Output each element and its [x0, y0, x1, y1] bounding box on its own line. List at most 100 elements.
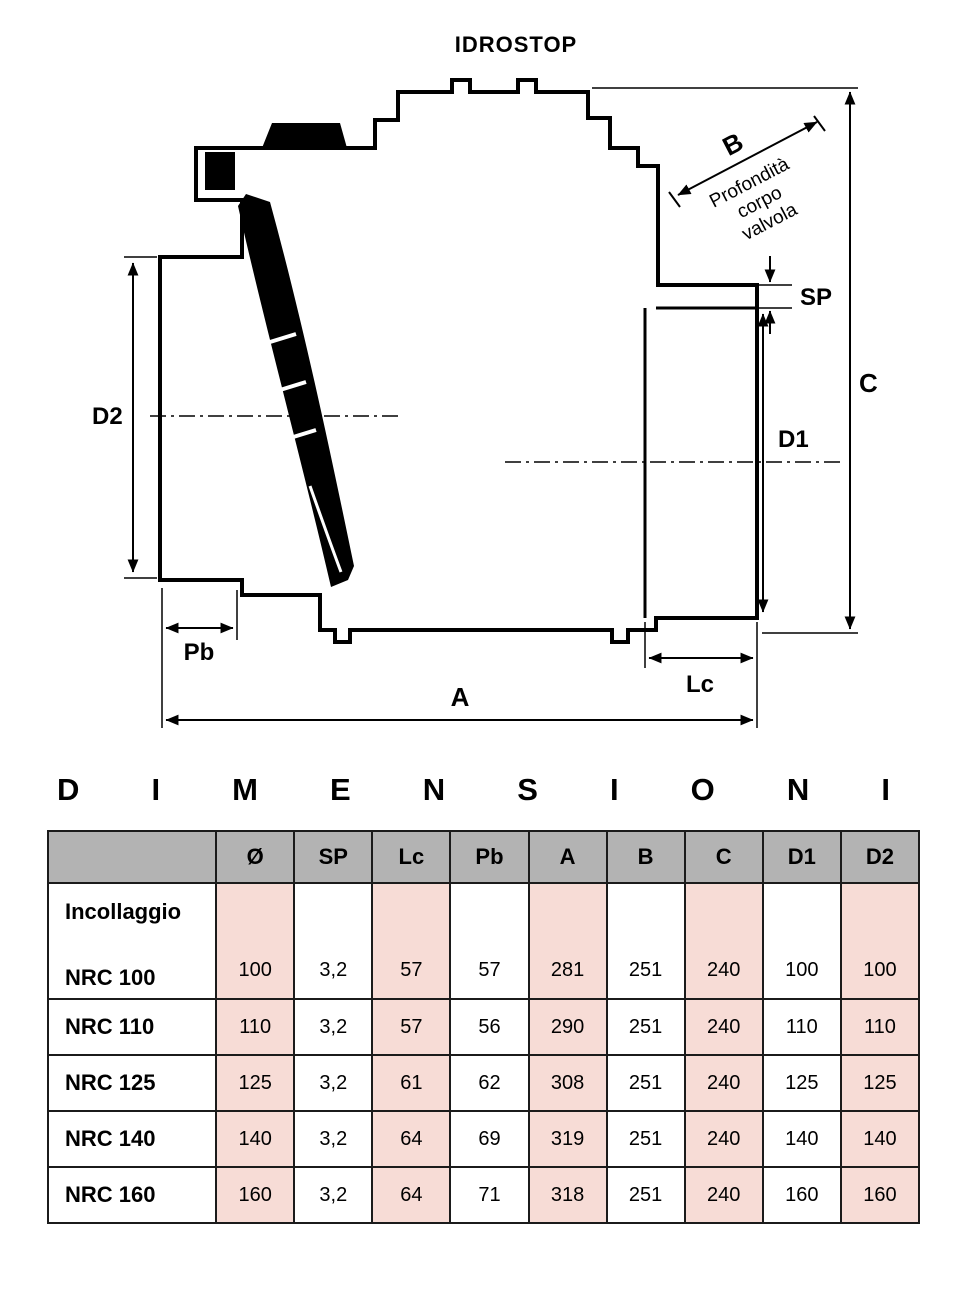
- cell: 240: [683, 1110, 764, 1168]
- cell: 57: [371, 882, 452, 1000]
- table-header-row: Ø SP Lc Pb A B C D1 D2: [46, 830, 921, 884]
- cap-block: [205, 152, 235, 190]
- title-letter: E: [330, 772, 351, 807]
- cell: 125: [761, 1054, 842, 1112]
- table-row-nrc-125: NRC 125 125 3,2 61 62 308 251 240 125 12…: [46, 1054, 921, 1112]
- cell: 290: [527, 998, 608, 1056]
- col-header-b: B: [605, 830, 686, 884]
- label-sp: SP: [800, 284, 832, 311]
- cell: 240: [683, 1054, 764, 1112]
- label-d1: D1: [778, 426, 809, 453]
- cell: 110: [215, 998, 296, 1056]
- cell: 140: [761, 1110, 842, 1168]
- table-row-nrc-110: NRC 110 110 3,2 57 56 290 251 240 110 11…: [46, 998, 921, 1056]
- flap-notches: [269, 332, 317, 440]
- title-letter: N: [786, 772, 810, 807]
- label-b: B: [718, 126, 749, 161]
- label-d2: D2: [92, 403, 123, 430]
- row-label: NRC 140: [46, 1110, 218, 1168]
- col-header-lc: Lc: [371, 830, 452, 884]
- drawing-title: IDROSTOP: [455, 32, 578, 57]
- cell: 160: [761, 1166, 842, 1224]
- cell: 140: [839, 1110, 921, 1168]
- flap: [238, 194, 354, 587]
- cell: 110: [761, 998, 842, 1056]
- cell: 251: [605, 1166, 686, 1224]
- table-row-nrc-100: Incollaggio NRC 100 100 3,2 57 57 281 25…: [46, 882, 921, 1000]
- cell: 318: [527, 1166, 608, 1224]
- cell: 308: [527, 1054, 608, 1112]
- cell: 57: [449, 882, 530, 1000]
- row-label: NRC 125: [46, 1054, 218, 1112]
- col-header-d2: D2: [839, 830, 921, 884]
- col-header-c: C: [683, 830, 764, 884]
- title-letter: O: [690, 772, 715, 807]
- cell: 61: [371, 1054, 452, 1112]
- title-letter: I: [609, 772, 619, 807]
- col-header-d1: D1: [761, 830, 842, 884]
- row-label: NRC 110: [46, 998, 218, 1056]
- cell: 251: [605, 882, 686, 1000]
- title-letter: S: [517, 772, 538, 807]
- b-depth-note: Profondità corpo valvola: [706, 154, 801, 246]
- title-letter: I: [881, 772, 890, 807]
- title-letter: N: [422, 772, 446, 807]
- cell: 100: [761, 882, 842, 1000]
- cell: 3,2: [293, 998, 374, 1056]
- cell: 3,2: [293, 1166, 374, 1224]
- table-row-nrc-140: NRC 140 140 3,2 64 69 319 251 240 140 14…: [46, 1110, 921, 1168]
- cell: 3,2: [293, 1054, 374, 1112]
- group-label: Incollaggio: [65, 899, 182, 924]
- cell: 160: [215, 1166, 296, 1224]
- cell: 281: [527, 882, 608, 1000]
- cell: 251: [605, 998, 686, 1056]
- valve-technical-drawing: IDROSTOP D2 C D1 SP B: [92, 32, 878, 728]
- dimensioni-title: D I M E N S I O N I: [57, 772, 890, 808]
- col-header-model: [46, 830, 218, 884]
- cell: 100: [215, 882, 296, 1000]
- cell: 319: [527, 1110, 608, 1168]
- col-header-sp: SP: [293, 830, 374, 884]
- cell: 62: [449, 1054, 530, 1112]
- row-label: NRC 160: [46, 1166, 218, 1224]
- cell: 160: [839, 1166, 921, 1224]
- label-pb: Pb: [184, 639, 215, 666]
- extension-lines: [124, 87, 858, 728]
- table-row-nrc-160: NRC 160 160 3,2 64 71 318 251 240 160 16…: [46, 1166, 921, 1224]
- title-letter: D: [57, 772, 80, 807]
- cell: 100: [839, 882, 921, 1000]
- col-header-a: A: [527, 830, 608, 884]
- cell: 240: [683, 882, 764, 1000]
- cell: 64: [371, 1110, 452, 1168]
- cell: 110: [839, 998, 921, 1056]
- col-header-diameter: Ø: [215, 830, 296, 884]
- label-c: C: [859, 368, 878, 398]
- cell: 240: [683, 998, 764, 1056]
- row-label: NRC 100: [65, 965, 156, 990]
- title-letter: M: [232, 772, 258, 807]
- valve-body-outline: [158, 78, 759, 644]
- cell: 140: [215, 1110, 296, 1168]
- cell: 251: [605, 1110, 686, 1168]
- label-a: A: [451, 682, 470, 712]
- cell: 64: [371, 1166, 452, 1224]
- label-lc: Lc: [686, 671, 714, 698]
- flap-edge-line: [308, 485, 343, 573]
- cell: 125: [839, 1054, 921, 1112]
- outlet-inner-wall: [643, 306, 757, 618]
- title-letter: I: [151, 772, 161, 807]
- cell: 56: [449, 998, 530, 1056]
- dimensions-table: Ø SP Lc Pb A B C D1 D2 Incollaggio NRC 1…: [46, 830, 921, 1224]
- top-wedge: [262, 123, 347, 148]
- cell: 3,2: [293, 1110, 374, 1168]
- cell: 3,2: [293, 882, 374, 1000]
- col-header-pb: Pb: [449, 830, 530, 884]
- cell: 57: [371, 998, 452, 1056]
- cell: 71: [449, 1166, 530, 1224]
- dim-b-line: [677, 121, 818, 196]
- dim-b-ticks: [668, 115, 826, 208]
- cell: 251: [605, 1054, 686, 1112]
- cell: 240: [683, 1166, 764, 1224]
- cell: 69: [449, 1110, 530, 1168]
